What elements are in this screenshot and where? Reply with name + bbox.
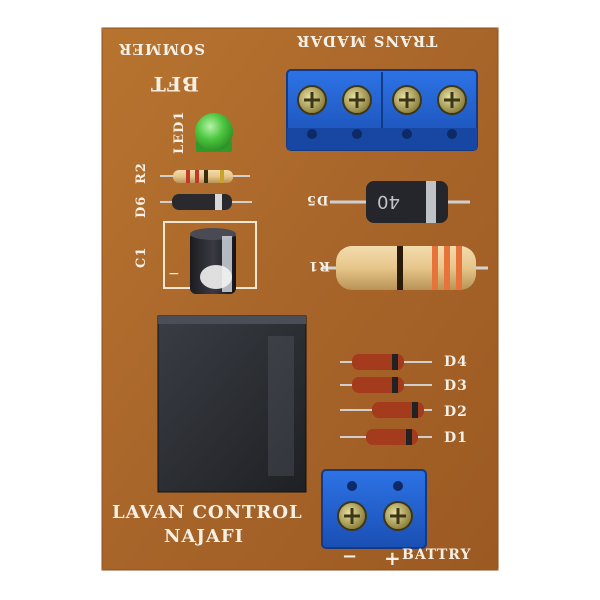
maker-line1: LAVAN CONTROL bbox=[112, 502, 303, 523]
plus-sign: + bbox=[384, 546, 402, 570]
screw-terminal bbox=[337, 501, 367, 531]
label-d2: D2 bbox=[444, 404, 468, 420]
screw-terminal bbox=[392, 85, 422, 115]
resistor-r2 bbox=[160, 170, 250, 183]
maker-line2: NAJAFI bbox=[164, 526, 245, 547]
diode-marking: 40 bbox=[377, 191, 400, 212]
screw-terminal bbox=[437, 85, 467, 115]
led-green bbox=[195, 113, 233, 152]
battery-label: BATTRY bbox=[402, 547, 472, 563]
label-d1: D1 bbox=[444, 430, 468, 446]
relay bbox=[157, 315, 307, 493]
label-d3: D3 bbox=[444, 378, 468, 394]
diode-d6 bbox=[160, 194, 252, 210]
label-d5: D5 bbox=[306, 192, 329, 207]
label-output: TRANS MADAR bbox=[296, 32, 438, 50]
label-r1: R1 bbox=[308, 258, 330, 273]
label-d6: D6 bbox=[134, 195, 149, 218]
screw-terminal bbox=[342, 85, 372, 115]
label-brand: BFT bbox=[150, 72, 199, 96]
label-led1: LED1 bbox=[172, 110, 187, 154]
bridge-diodes bbox=[340, 354, 432, 445]
screw-terminal bbox=[383, 501, 413, 531]
diode-d5: 40 bbox=[330, 181, 470, 223]
cap-minus-mark: − bbox=[168, 266, 180, 282]
label-model: SOMMER bbox=[118, 40, 206, 58]
capacitor-c1: − bbox=[163, 221, 257, 294]
label-r2: R2 bbox=[134, 162, 149, 184]
label-c1: C1 bbox=[134, 246, 149, 268]
minus-sign: − bbox=[342, 546, 359, 567]
resistor-r1 bbox=[322, 246, 488, 290]
label-d4: D4 bbox=[444, 354, 468, 370]
screw-terminal bbox=[297, 85, 327, 115]
terminal-block-top bbox=[286, 69, 478, 151]
